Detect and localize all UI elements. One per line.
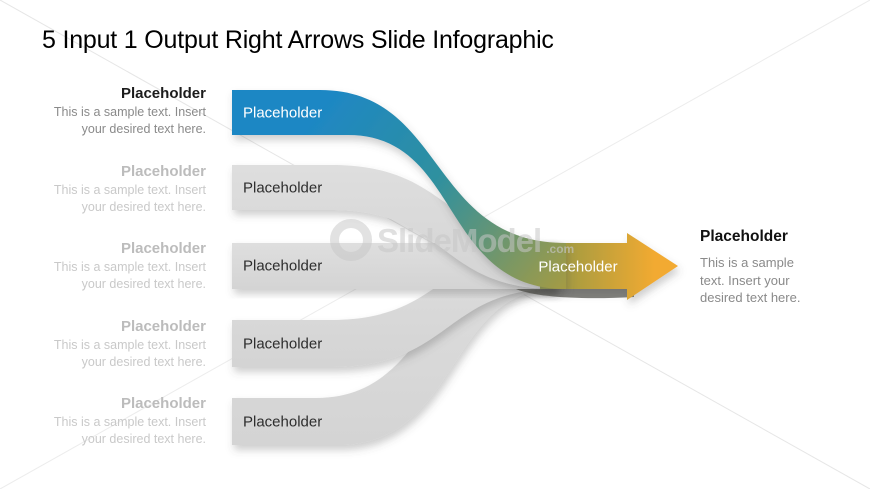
input-5-description: This is a sample text. Insert your desir… (53, 415, 206, 446)
ribbon-2-label: Placeholder (243, 179, 323, 197)
input-5-title: Placeholder (120, 395, 206, 412)
input-ribbon-2 (232, 165, 556, 289)
watermark-tld: .com (546, 242, 575, 256)
ribbon-4-label: Placeholder (243, 335, 323, 353)
slide-title: 5 Input 1 Output Right Arrows Slide Info… (42, 26, 554, 54)
output-arrow-label: Placeholder (538, 258, 618, 276)
ribbon-3-label: Placeholder (243, 257, 323, 275)
input-block-3: Placeholder This is a sample text. Inser… (28, 240, 206, 292)
input-block-1: Placeholder This is a sample text. Inser… (28, 85, 206, 137)
input-4-description: This is a sample text. Insert your desir… (53, 338, 206, 369)
watermark-ring-icon (330, 219, 372, 261)
ribbon-5-label: Placeholder (243, 413, 323, 431)
ribbon-1-label: Placeholder (243, 104, 323, 122)
arrow-underside-shadow (516, 289, 634, 299)
input-2-description: This is a sample text. Insert your desir… (53, 183, 206, 214)
watermark-name: SlideModel (377, 221, 542, 259)
input-1-title: Placeholder (120, 85, 206, 102)
input-1-description: This is a sample text. Insert your desir… (53, 105, 206, 136)
output-arrow (540, 233, 678, 300)
input-ribbon-1-highlighted (232, 90, 566, 289)
output-description: This is a sample text. Insert your desir… (700, 255, 801, 306)
output-block: Placeholder This is a sample text. Inser… (700, 228, 835, 307)
input-block-4: Placeholder This is a sample text. Inser… (28, 318, 206, 370)
input-block-2: Placeholder This is a sample text. Inser… (28, 163, 206, 215)
input-2-title: Placeholder (120, 163, 206, 180)
input-block-5: Placeholder This is a sample text. Inser… (28, 395, 206, 447)
output-title: Placeholder (700, 228, 788, 245)
input-3-title: Placeholder (120, 240, 206, 257)
input-4-title: Placeholder (120, 318, 206, 335)
slidemodel-watermark: SlideModel .com (330, 219, 574, 261)
input-3-description: This is a sample text. Insert your desir… (53, 260, 206, 291)
